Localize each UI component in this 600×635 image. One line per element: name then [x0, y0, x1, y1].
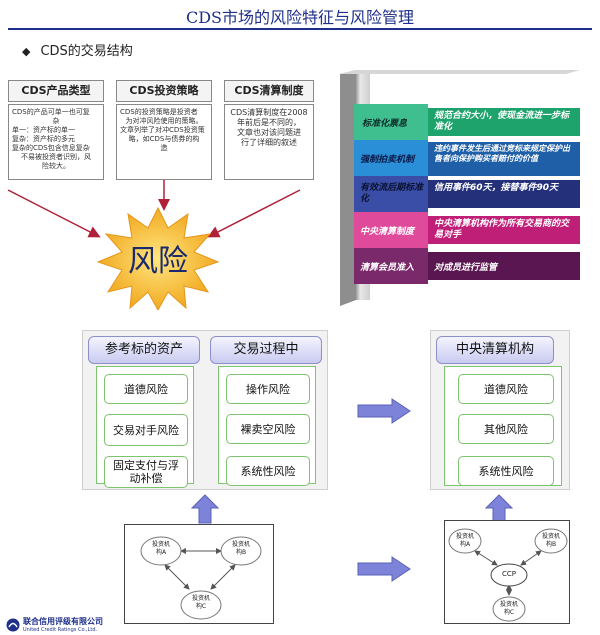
bullet-diamond-icon: ◆ [22, 45, 31, 58]
node-line: 构C [503, 609, 515, 616]
stack-row-desc: 中央清算机构作为所有交易商的交易对手 [428, 216, 580, 244]
stack-row-desc: 对成员进行监管 [428, 252, 580, 280]
logo-cn: 联合信用评级有限公司 [23, 617, 103, 626]
stack-row-label: 中央清算制度 [354, 212, 428, 248]
section-subtitle: ◆ CDS的交易结构 [22, 40, 133, 59]
pointer-arrow-right [207, 189, 301, 238]
network-node-c: 投资机 构C [181, 595, 221, 611]
card-line: 不易被投资者识别，风 [21, 153, 91, 161]
node-line: 投资机 [455, 533, 474, 540]
card-line: 复杂的CDS包含信息复杂 [12, 144, 90, 152]
pointer-arrows [7, 180, 301, 238]
stack-row-desc: 规范合约大小，使现金流进一步标准化 [428, 108, 580, 136]
card-strategy-body: CDS的投资策略是投资者 为对冲风险使用的策略。 文章列举了对冲CDS投资策 略… [117, 105, 211, 179]
node-line: 构C [195, 603, 207, 610]
node-line: 投资机 [151, 541, 170, 548]
risk-item-naked-short: 裸卖空风险 [226, 414, 310, 444]
company-logo-icon [6, 618, 20, 631]
card-strategy-heading: CDS投资策略 [116, 80, 212, 102]
stack-row-desc: 信用事件60天，接替事件90天 [428, 180, 580, 208]
card-line: 年前后是不同的， [237, 118, 301, 127]
bilateral-network-lines [140, 536, 262, 620]
right-arrow-icon [357, 556, 411, 582]
stack-row-label: 有效流后期标准化 [354, 176, 428, 212]
card-line: 杂 [52, 117, 60, 125]
card-line: 行了详细的叙述 [241, 138, 297, 147]
stack-row-label: 清算会员准入 [354, 248, 428, 284]
network-node-b: 投资机 构B [221, 541, 261, 557]
card-product-type-heading: CDS产品类型 [8, 80, 104, 102]
risk-item-cc-other: 其他风险 [458, 414, 554, 444]
card-product-type: CDS的产品可单一也可复 杂 单一：资产标的单一 复杂：资产标的多元 复杂的CD… [8, 104, 104, 180]
card-clearing-body: CDS清算制度在2008 年前后是不同的， 文章也对该问题进 行了详细的叙述 [225, 105, 313, 179]
card-product-type-body: CDS的产品可单一也可复 杂 单一：资产标的单一 复杂：资产标的多元 复杂的CD… [9, 105, 103, 179]
stack-row-auction: 强制拍卖机制 违约事件发生后通过竞标来规定保护出售者向保护购买者赔付的价值 [354, 140, 580, 176]
col-head-reference-asset: 参考标的资产 [88, 336, 200, 364]
stack-row-standard-coupon: 标准化票息 规范合约大小，使现金流进一步标准化 [354, 104, 580, 140]
card-line: CDS清算制度在2008 [230, 108, 308, 117]
card-clearing: CDS清算制度在2008 年前后是不同的， 文章也对该问题进 行了详细的叙述 [224, 104, 314, 180]
ccp-network-lines [448, 528, 568, 622]
risk-starburst: 风险 [96, 206, 220, 314]
node-line: 投资机 [499, 601, 518, 608]
network-node-a: 投资机 构A [141, 541, 181, 557]
risk-item-systemic: 系统性风险 [226, 456, 310, 486]
risk-item-moral-hazard: 道德风险 [104, 374, 188, 404]
bilateral-network: 投资机 构A 投资机 构B 投资机 构C [124, 524, 274, 624]
page-title: CDS市场的风险特征与风险管理 [185, 8, 415, 27]
ccp-node-a: 投资机 构A [449, 533, 481, 549]
card-strategy: CDS的投资策略是投资者 为对冲风险使用的策略。 文章列举了对冲CDS投资策 略… [116, 104, 212, 180]
node-line: 构B [545, 541, 557, 548]
up-arrow-icon [190, 494, 220, 524]
risk-item-cc-systemic: 系统性风险 [458, 456, 554, 486]
risk-item-counterparty: 交易对手风险 [104, 414, 188, 446]
stack-row-label: 标准化票息 [354, 104, 428, 140]
right-arrow-icon [357, 398, 411, 424]
col-head-central-clearing: 中央清算机构 [436, 336, 554, 364]
stack-row-central-clearing: 中央清算制度 中央清算机构作为所有交易商的交易对手 [354, 212, 580, 248]
ccp-center: CCP [502, 570, 516, 578]
stack-row-member-access: 清算会员准入 对成员进行监管 [354, 248, 580, 284]
risk-item-cc-moral-hazard: 道德风险 [458, 374, 554, 404]
risk-item-operational: 操作风险 [226, 374, 310, 404]
measures-stack: 标准化票息 规范合约大小，使现金流进一步标准化 强制拍卖机制 违约事件发生后通过… [340, 70, 580, 310]
title-rule [8, 28, 592, 30]
card-line: 略，如CDS与债券的构 [128, 135, 200, 143]
card-line: 险较大。 [42, 162, 70, 170]
card-line: 文章也对该问题进 [237, 128, 301, 137]
card-line: CDS的投资策略是投资者 [120, 108, 198, 116]
card-line: CDS的产品可单一也可复 [12, 108, 90, 116]
node-line: 构A [155, 549, 167, 556]
logo-en: United Credit Ratings Co.,Ltd. [23, 627, 98, 633]
node-line: 投资机 [541, 533, 560, 540]
ccp-network: 投资机 构A 投资机 构B CCP 投资机 构C [444, 520, 570, 624]
ccp-node-b: 投资机 构B [535, 533, 567, 549]
pointer-arrow-left [7, 189, 101, 238]
col-head-transaction-process: 交易过程中 [210, 336, 322, 364]
card-line: 复杂：资产标的多元 [12, 135, 75, 143]
risk-label: 风险 [128, 244, 188, 279]
footer-logo: 联合信用评级有限公司 United Credit Ratings Co.,Ltd… [6, 616, 103, 633]
subtitle-text: CDS的交易结构 [40, 44, 133, 59]
card-clearing-heading: CDS清算制度 [224, 80, 314, 102]
node-line: 投资机 [191, 595, 210, 602]
ccp-node-c: 投资机 构C [493, 601, 525, 617]
card-line: 造 [160, 144, 168, 152]
stack-row-desc: 违约事件发生后通过竞标来规定保护出售者向保护购买者赔付的价值 [428, 142, 580, 176]
stack-row-lookback: 有效流后期标准化 信用事件60天，接替事件90天 [354, 176, 580, 212]
node-line: 构B [235, 549, 247, 556]
risk-item-fixed-floating: 固定支付与浮动补偿 [104, 456, 188, 488]
card-line: 为对冲风险使用的策略。 [125, 117, 203, 125]
card-line: 文章列举了对冲CDS投资策 [120, 126, 205, 134]
stack-row-label: 强制拍卖机制 [354, 140, 428, 176]
node-line: 构A [459, 541, 471, 548]
card-line: 单一：资产标的单一 [12, 126, 75, 134]
node-line: 投资机 [231, 541, 250, 548]
